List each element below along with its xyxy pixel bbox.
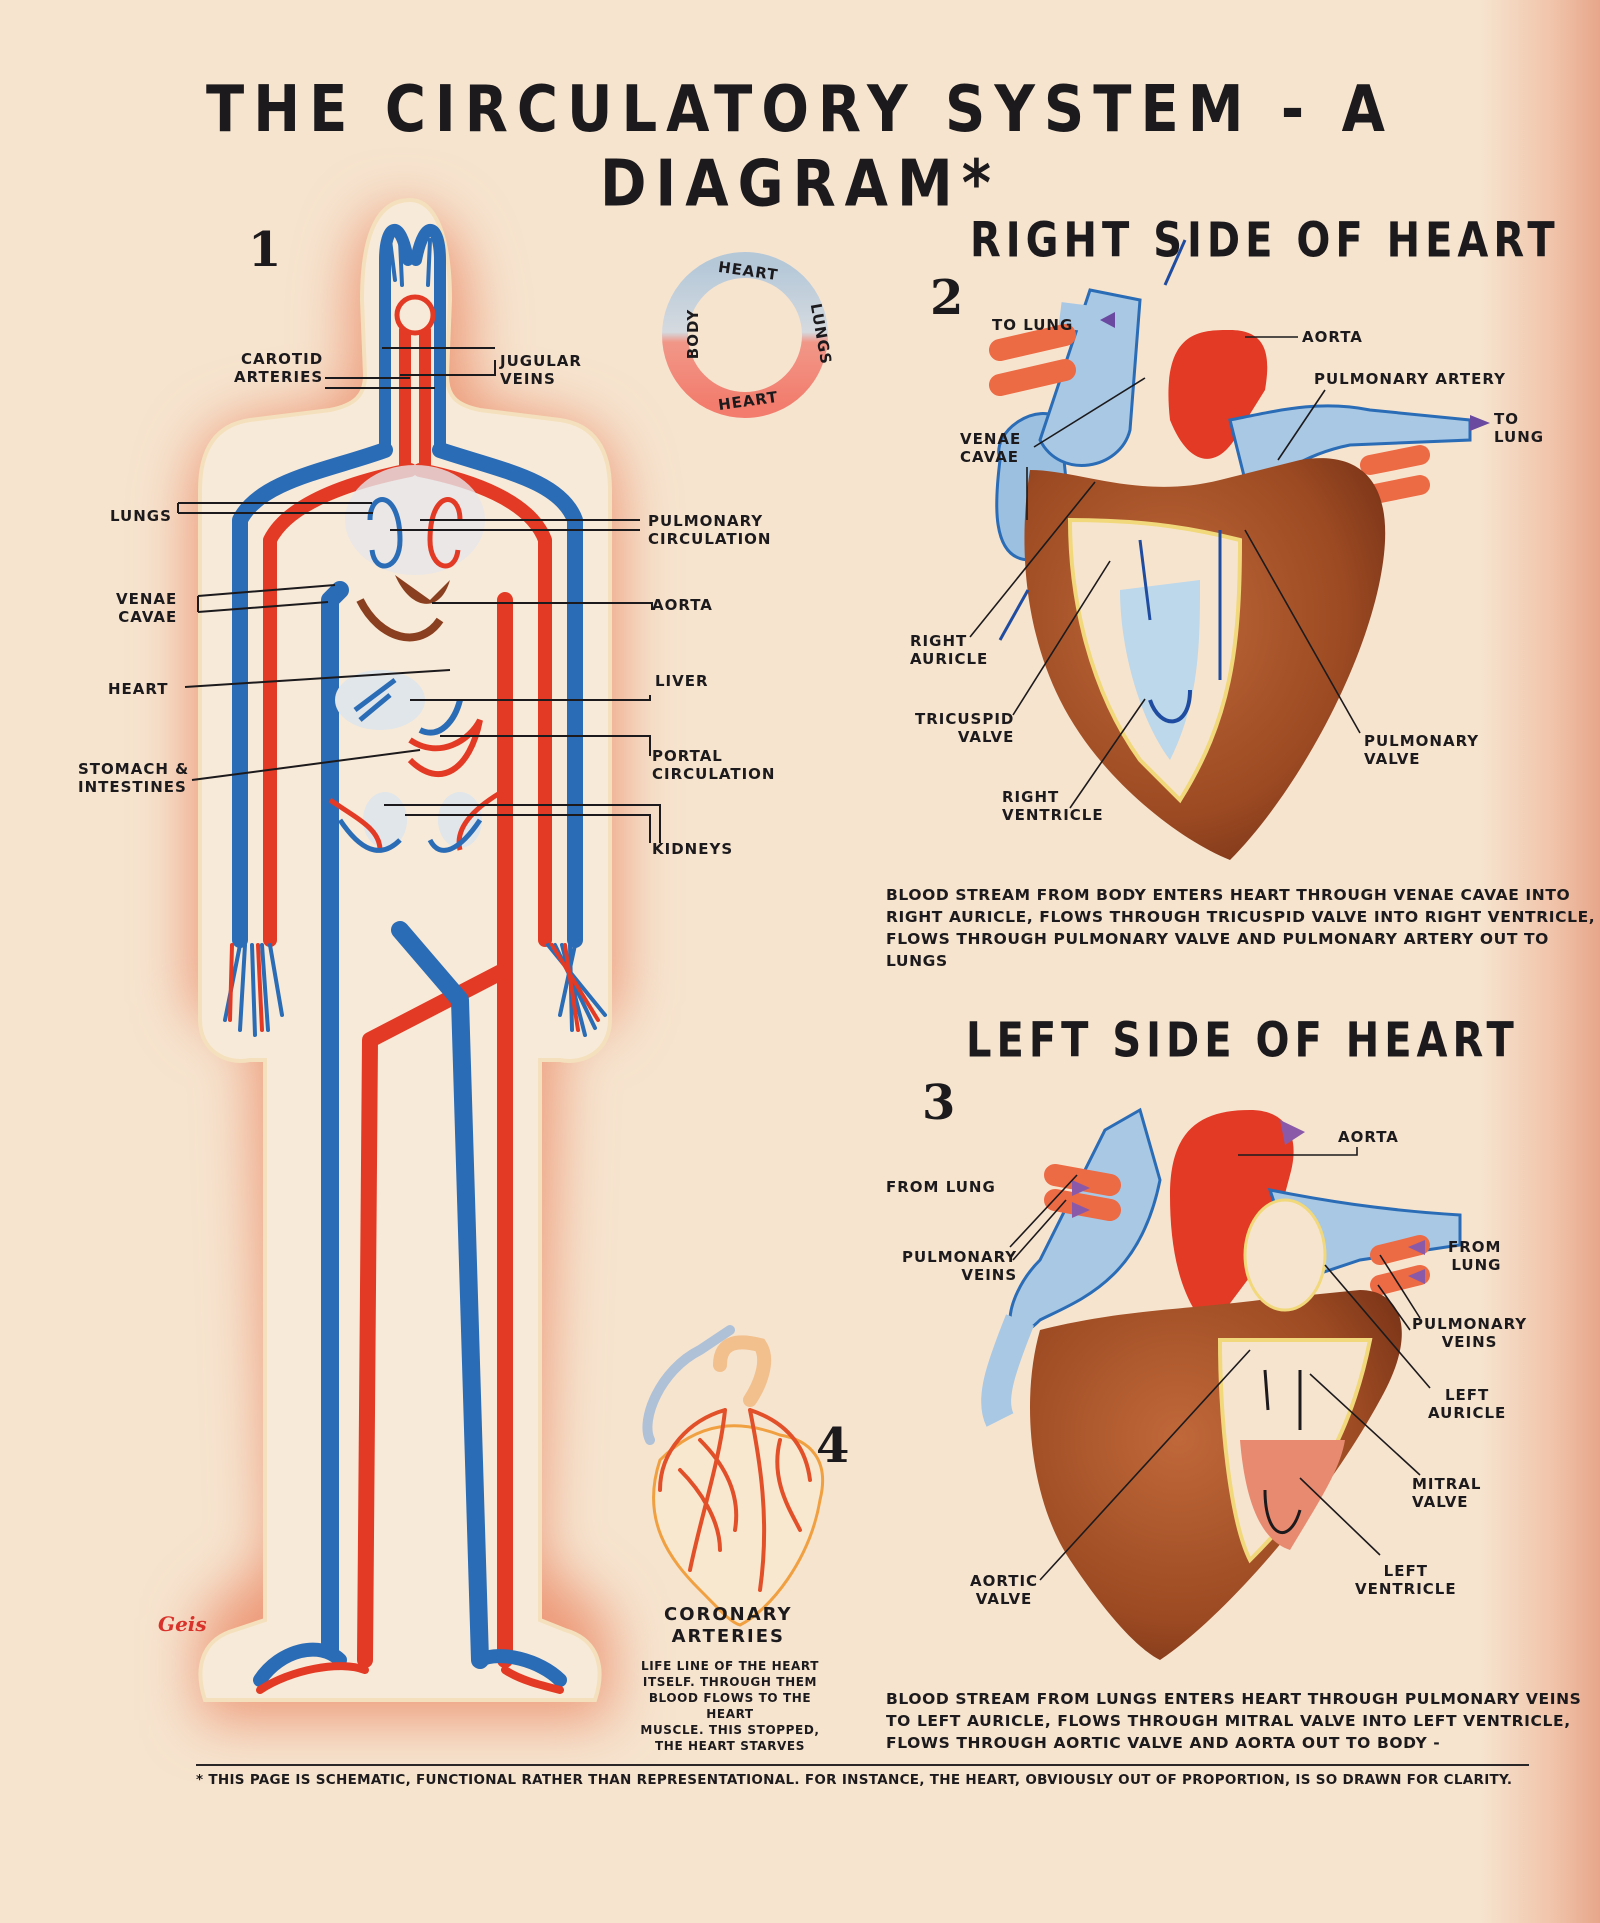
label-venae-cavae: VENAE CAVAE [116,590,178,626]
label-kidneys: KIDNEYS [652,840,734,858]
caption-line: THE HEART STARVES [655,1739,805,1753]
label-liver: LIVER [655,672,709,690]
label-tricuspid-valve: TRICUSPID VALVE [915,710,1015,746]
left-side-caption: BLOOD STREAM FROM LUNGS ENTERS HEART THR… [886,1688,1581,1754]
artist-signature: Geis [158,1612,207,1636]
label-pulmonary-artery: PULMONARY ARTERY [1314,370,1506,388]
coronary-arteries-heading: CORONARY ARTERIES [664,1604,793,1647]
right-side-heading: RIGHT SIDE OF HEART [970,213,1560,269]
right-side-caption: BLOOD STREAM FROM BODY ENTERS HEART THRO… [886,884,1600,972]
label-to-lung-left: TO LUNG [992,316,1074,334]
figure-3-number: 3 [922,1075,956,1131]
left-heart-illustration [981,1107,1462,1660]
caption-line: TO LEFT AURICLE, FLOWS THROUGH MITRAL VA… [886,1712,1571,1730]
label-pulmonary-veins-left: PULMONARY VEINS [902,1248,1018,1284]
label-right-ventricle: RIGHT VENTRICLE [1002,788,1104,824]
caption-line: BLOOD STREAM FROM BODY ENTERS HEART THRO… [886,886,1571,904]
label-left-auricle: LEFT AURICLE [1428,1386,1507,1422]
coronary-caption: LIFE LINE OF THE HEART ITSELF. THROUGH T… [632,1658,828,1754]
label-lungs: LUNGS [110,507,172,525]
caption-line: MUSCLE. THIS STOPPED, [640,1723,820,1737]
label-from-lung-right: FROM LUNG [1448,1238,1502,1274]
label-to-lung-right: TO LUNG [1494,410,1545,446]
page-title: THE CIRCULATORY SYSTEM - A DIAGRAM* [206,72,1394,222]
chest-organs [328,465,507,853]
label-mitral-valve: MITRAL VALVE [1412,1475,1482,1511]
caption-line: RIGHT AURICLE, FLOWS THROUGH TRICUSPID V… [886,908,1596,926]
right-heart-leaders [969,336,1361,809]
label-from-lung-left: FROM LUNG [886,1178,996,1196]
cycle-ring-graphic [662,252,828,418]
label-venae-cavae-right: VENAE CAVAE [960,430,1022,466]
page-edge-shading [1480,0,1600,1923]
label-aorta-left: AORTA [1338,1128,1399,1146]
footnote-divider [196,1764,1529,1766]
figure-2-number: 2 [930,270,964,326]
caption-line: FLOWS THROUGH PULMONARY VALVE AND PULMON… [886,930,1549,970]
label-stomach-intestines: STOMACH & INTESTINES [78,760,190,796]
label-right-auricle: RIGHT AURICLE [910,632,989,668]
caption-line: LIFE LINE OF THE HEART [640,1659,819,1673]
ring-label-body: BODY [684,308,703,360]
figure-1-number: 1 [248,222,282,278]
label-pulmonary-veins-right: PULMONARY VEINS [1412,1315,1528,1351]
label-pulmonary-valve: PULMONARY VALVE [1364,732,1480,768]
label-aortic-valve: AORTIC VALVE [970,1572,1039,1608]
label-pulmonary-circulation: PULMONARY CIRCULATION [648,512,772,548]
label-heart: HEART [108,680,169,698]
figure-4-number: 4 [816,1418,850,1474]
label-aorta-right: AORTA [1302,328,1363,346]
left-side-heading: LEFT SIDE OF HEART [966,1013,1519,1069]
label-portal-circulation: PORTAL CIRCULATION [652,747,776,783]
caption-line: ITSELF. THROUGH THEM [642,1675,818,1689]
caption-line: FLOWS THROUGH AORTIC VALVE AND AORTA OUT… [886,1734,1441,1752]
caption-line: BLOOD STREAM FROM LUNGS ENTERS HEART THR… [886,1690,1582,1708]
coronary-heart-illustration [642,1325,825,1627]
label-left-ventricle: LEFT VENTRICLE [1355,1562,1457,1598]
left-heart-leaders [1009,1147,1431,1581]
label-carotid-arteries: CAROTID ARTERIES [234,350,324,386]
right-heart-illustration [989,239,1490,860]
caption-line: BLOOD FLOWS TO THE HEART [648,1691,812,1721]
footnote: * THIS PAGE IS SCHEMATIC, FUNCTIONAL RAT… [196,1772,1513,1788]
label-jugular-veins: JUGULAR VEINS [500,352,582,388]
label-aorta: AORTA [652,596,713,614]
